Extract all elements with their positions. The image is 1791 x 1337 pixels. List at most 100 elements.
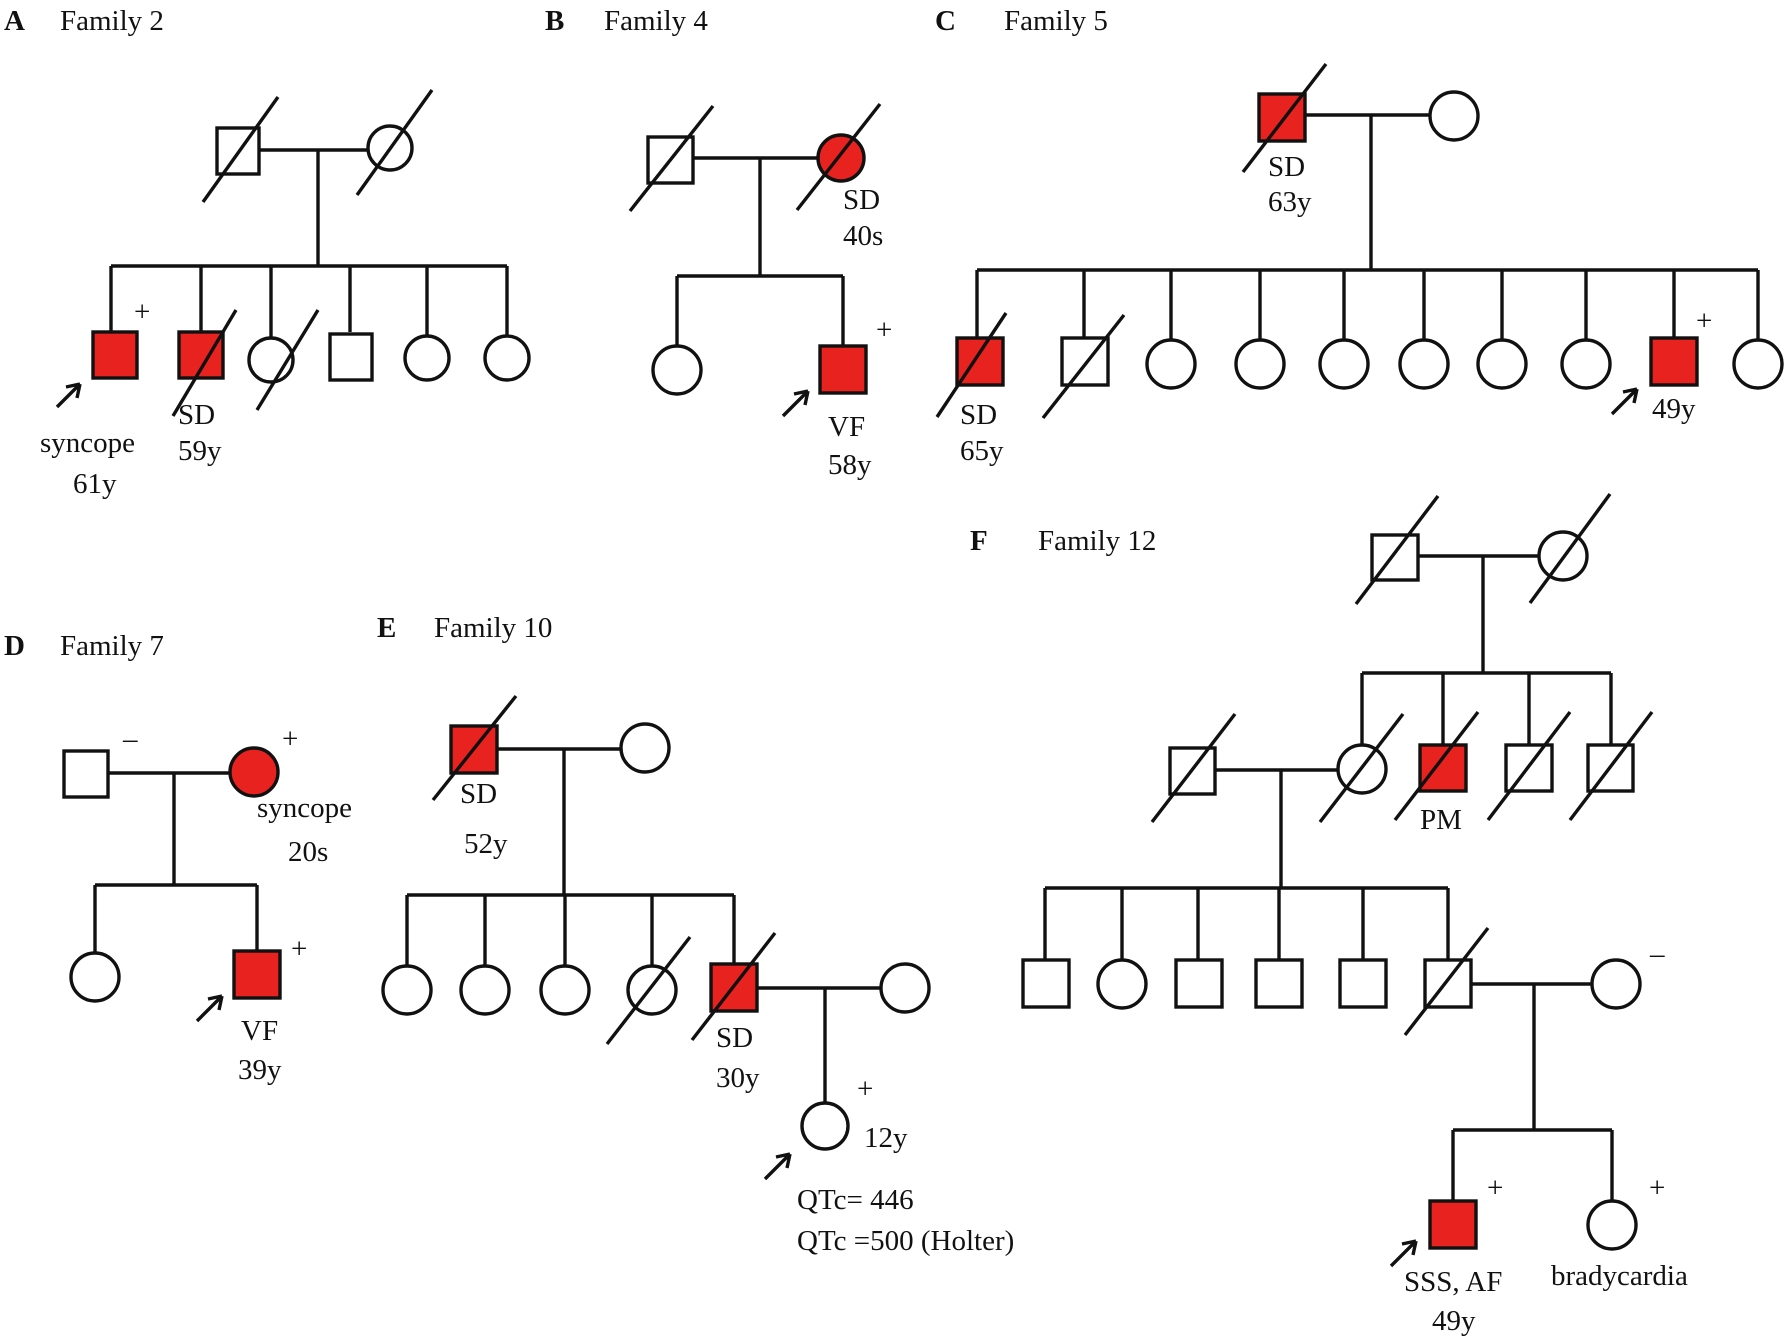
panel-title: Family 5 (1004, 5, 1108, 37)
carrier-plus: + (291, 933, 307, 965)
aunt-circle (539, 964, 591, 1016)
panel-letter: F (970, 525, 988, 557)
mother-circle (1428, 90, 1480, 142)
panel-title: Family 2 (60, 5, 164, 37)
panel-letter: B (545, 5, 564, 37)
proband-label: VF (828, 411, 865, 443)
proband-age: 12y (864, 1122, 908, 1154)
daughter-circle (651, 344, 703, 396)
proband-square (1649, 336, 1699, 387)
child-drops (1451, 1130, 1614, 1201)
father-label: SD (1268, 151, 1305, 183)
sister-circle (1096, 958, 1148, 1010)
deceased-slash (1150, 492, 1654, 1037)
proband-square (91, 330, 139, 380)
panel-c-family-5: C Family 5 SD 63y SD 65y + 49y (935, 5, 1784, 467)
proband-square (818, 344, 868, 395)
child-drops (1043, 888, 1450, 960)
daughter-circle (1732, 338, 1784, 390)
daughter-circle (1318, 338, 1370, 390)
deceased-slash (628, 102, 882, 213)
proband-label: SSS, AF (1404, 1266, 1502, 1298)
child-drops (93, 885, 259, 954)
noncarrier-minus: – (1649, 938, 1665, 970)
deceased-slash (935, 62, 1328, 420)
grandfather-age: 52y (464, 828, 508, 860)
grandmother-circle (619, 722, 671, 774)
mother-circle (879, 962, 931, 1014)
mother-label: SD (843, 184, 880, 216)
carrier-plus: + (876, 314, 892, 346)
brother-square (1338, 958, 1388, 1009)
sister-circle (1586, 1199, 1638, 1251)
deceased-slash (171, 89, 434, 417)
daughter-circle (1234, 338, 1286, 390)
panel-letter: C (935, 5, 956, 37)
father-age: 63y (1268, 186, 1312, 218)
panel-letter: D (4, 630, 25, 662)
carrier-plus: + (1696, 305, 1712, 337)
proband-age: 39y (238, 1054, 282, 1086)
deceased-slash (431, 694, 777, 1046)
mother-age: 20s (288, 836, 328, 868)
proband-age: 49y (1432, 1305, 1476, 1337)
brother-square (1021, 958, 1071, 1009)
panel-b-family-4: B Family 4 SD 40s + VF 58y (545, 5, 892, 481)
father-label: SD (716, 1022, 753, 1054)
panel-title: Family 12 (1038, 525, 1156, 557)
uncle-square (1418, 743, 1468, 793)
child-drops (1360, 673, 1613, 745)
brother-label: SD (178, 399, 215, 431)
panel-f-family-12: F Family 12 (970, 492, 1688, 1337)
panel-a-family-2: A Family 2 + syncope 61y SD 59y (4, 5, 531, 500)
aunt-circle (381, 964, 433, 1016)
carrier-plus: + (134, 296, 150, 328)
sister-circle (483, 334, 531, 382)
proband-square (232, 949, 282, 1000)
proband-arrow (763, 1152, 792, 1181)
panel-letter: A (4, 5, 25, 37)
proband-arrow (781, 389, 810, 418)
daughter-circle (69, 951, 121, 1003)
proband-arrow (195, 994, 224, 1023)
proband-age: 58y (828, 449, 872, 481)
son-age: 65y (960, 435, 1004, 467)
mother-circle (228, 746, 280, 798)
father-age: 30y (716, 1062, 760, 1094)
proband-arrow (1610, 387, 1639, 416)
brother-age: 59y (178, 435, 222, 467)
proband-label: syncope (40, 427, 135, 459)
qtc-value: QTc= 446 (797, 1184, 914, 1216)
panel-d-family-7: D Family 7 – + syncope 20s + VF 39y (4, 630, 352, 1086)
carrier-plus: + (1487, 1172, 1503, 1204)
daughter-circle (1145, 338, 1197, 390)
brother-square (1254, 958, 1304, 1009)
panel-title: Family 10 (434, 612, 552, 644)
daughter-circle (1476, 338, 1528, 390)
qtc-holter-value: QTc =500 (Holter) (797, 1225, 1014, 1257)
child-drops (109, 266, 509, 338)
panel-e-family-10: E Family 10 SD 52y SD 30y + 12y QTc= 446… (377, 612, 1014, 1257)
wife-circle (1590, 958, 1642, 1010)
brother-square (177, 330, 225, 380)
panel-title: Family 7 (60, 630, 164, 662)
daughter-circle (1560, 338, 1612, 390)
proband-circle (800, 1101, 850, 1151)
son-label: SD (960, 399, 997, 431)
brother-square (1174, 958, 1224, 1009)
child-drops (675, 276, 845, 346)
carrier-plus: + (282, 723, 298, 755)
aunt-circle (459, 964, 511, 1016)
proband-arrow (1389, 1239, 1418, 1268)
sister-label: bradycardia (1551, 1260, 1688, 1292)
proband-age: 61y (73, 468, 117, 500)
carrier-plus: + (857, 1073, 873, 1105)
proband-arrow (55, 382, 82, 409)
child-drops (405, 895, 736, 966)
brother-square (1423, 958, 1473, 1009)
mother-age: 40s (843, 220, 883, 252)
father-square (62, 749, 110, 799)
panel-title: Family 4 (604, 5, 708, 37)
noncarrier-minus: – (122, 723, 138, 755)
